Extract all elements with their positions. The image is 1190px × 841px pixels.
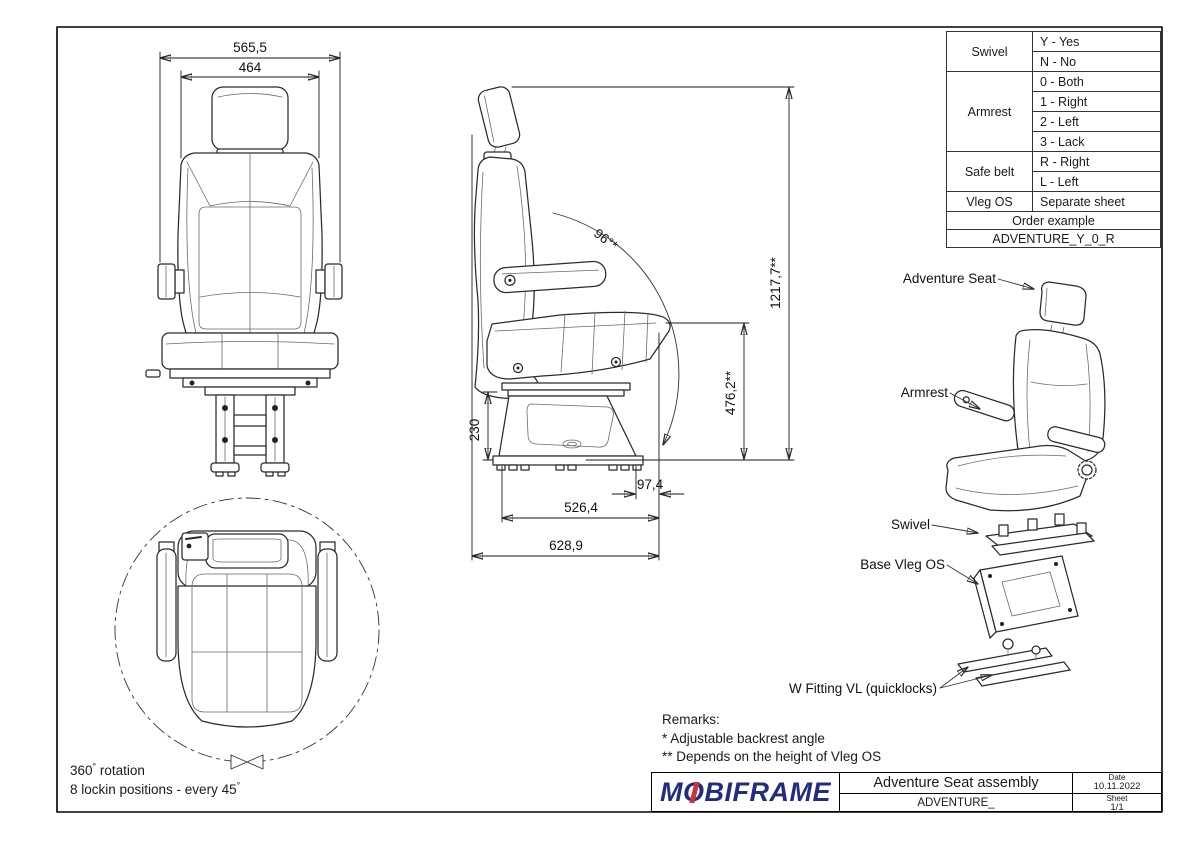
label-w-fitting: W Fitting VL (quicklocks) — [789, 681, 937, 696]
option-value: 1 - Right — [1032, 91, 1161, 112]
table-row: Armrest 0 - Both — [946, 71, 1161, 152]
title-cell: Adventure Seat assembly ADVENTURE_ — [840, 773, 1073, 811]
option-value: 2 - Left — [1032, 111, 1161, 132]
option-value: 0 - Both — [1032, 71, 1161, 92]
exploded-recline-knob — [1077, 460, 1097, 480]
option-group-vleg-os: Vleg OS — [946, 191, 1033, 212]
date-value: 10.11.2022 — [1093, 781, 1141, 793]
sheet-cell: Sheet 1/1 — [1073, 794, 1161, 814]
top-view-drawing — [114, 497, 380, 770]
exploded-armrest-right — [1047, 426, 1106, 453]
front-view-drawing: 565,5 464 — [145, 40, 343, 477]
top-cushion — [177, 585, 317, 728]
degree-symbol: ° — [92, 761, 97, 772]
dim-seat-height: 476,2** — [723, 370, 738, 415]
label-swivel: Swivel — [891, 517, 930, 532]
table-row: Vleg OS Separate sheet — [946, 191, 1161, 212]
remarks-line-2: ** Depends on the height of Vleg OS — [662, 749, 882, 764]
dim-total-depth: 628,9 — [549, 538, 583, 553]
table-row: ADVENTURE_Y_0_R — [946, 229, 1161, 248]
exploded-cushion — [945, 444, 1090, 512]
option-value: R - Right — [1032, 151, 1161, 172]
dim-rail-offset: 97,4 — [637, 477, 664, 492]
top-latch-detail — [181, 532, 209, 561]
dim-front-width-inner: 464 — [239, 60, 262, 75]
table-row: N - No — [947, 51, 1161, 72]
order-example-value: ADVENTURE_Y_0_R — [946, 229, 1161, 248]
side-base — [498, 395, 637, 457]
logo-cell: MOBIFRAME — [652, 773, 840, 811]
table-row: Safe belt R - Right — [946, 151, 1161, 192]
rotation-circle — [114, 497, 380, 763]
remarks-line-1: * Adjustable backrest angle — [662, 730, 825, 746]
side-headrest — [477, 86, 521, 148]
side-view-drawing: 96°* 1217,7** 476,2** 230 97,4 526,4 628… — [467, 86, 795, 561]
front-armrest-left — [157, 263, 176, 300]
mobiframe-logo: MOBIFRAME — [659, 776, 831, 807]
rotation-line-2: 8 lockin positions - every 45° — [70, 780, 241, 797]
table-row: 2 - Left — [947, 111, 1161, 132]
drawing-code: ADVENTURE_ — [917, 796, 995, 809]
table-row: Swivel Y - Yes — [946, 31, 1161, 72]
exploded-base — [979, 555, 1079, 633]
title-block: MOBIFRAME Adventure Seat assembly ADVENT… — [651, 772, 1162, 814]
option-group-swivel: Swivel — [946, 31, 1033, 72]
option-value: 3 - Lack — [1032, 131, 1161, 152]
option-value: N - No — [1032, 51, 1161, 72]
front-cushion — [161, 332, 339, 370]
label-base-vleg-os: Base Vleg OS — [860, 557, 945, 572]
front-swivel-ring — [204, 386, 296, 396]
dim-base-depth: 526,4 — [564, 500, 598, 515]
top-armrest-left — [156, 548, 177, 662]
sheet-border — [56, 26, 1163, 813]
side-armrest — [493, 260, 607, 294]
exploded-headrest — [1039, 281, 1087, 326]
sheet-label: Sheet — [1106, 794, 1128, 804]
front-armrest-right-bracket — [315, 269, 326, 294]
dim-front-width-outer: 565,5 — [233, 40, 267, 55]
option-value: Y - Yes — [1032, 31, 1161, 52]
rotation-line-1: 360° rotation — [70, 761, 145, 778]
remarks-note: Remarks: * Adjustable backrest angle ** … — [662, 711, 881, 767]
option-group-safe-belt: Safe belt — [946, 151, 1033, 192]
exploded-rail-2 — [975, 661, 1071, 687]
dim-base-height: 230 — [467, 419, 482, 442]
backrest-angle-arc — [552, 212, 680, 445]
side-base-plate — [492, 455, 644, 466]
table-row: Order example — [946, 211, 1161, 230]
order-options-table: Swivel Y - Yes N - No Armrest 0 - Both 1… — [946, 31, 1161, 248]
label-adventure-seat: Adventure Seat — [903, 271, 996, 286]
dim-total-height: 1217,7** — [768, 256, 783, 309]
table-row: 3 - Lack — [947, 131, 1161, 152]
rotation-note: 360° rotation 8 lockin positions - every… — [70, 761, 240, 799]
rotation-axis-symbol — [230, 754, 264, 770]
table-row: 1 - Right — [947, 91, 1161, 112]
front-armrest-left-bracket — [174, 269, 185, 294]
date-cell: Date 10.11.2022 — [1073, 773, 1161, 795]
exploded-view-drawing: Adventure Seat Armrest Swivel Base Vleg … — [789, 271, 1106, 696]
front-armrest-right — [324, 263, 343, 300]
date-label: Date — [1108, 773, 1126, 782]
option-group-armrest: Armrest — [946, 71, 1033, 152]
drawing-title: Adventure Seat assembly — [840, 773, 1072, 795]
top-armrest-right — [317, 548, 338, 662]
front-headrest — [211, 86, 289, 151]
option-value: Separate sheet — [1032, 191, 1161, 212]
side-cushion — [486, 311, 671, 380]
front-mount-plate — [169, 368, 331, 379]
sheet-value: 1/1 — [1110, 802, 1124, 814]
order-example-label: Order example — [946, 211, 1161, 230]
label-armrest: Armrest — [901, 385, 948, 400]
logo-o-mark: O — [682, 776, 705, 807]
side-swivel-plate — [501, 382, 631, 391]
option-value: L - Left — [1032, 171, 1161, 192]
degree-symbol: ° — [236, 780, 241, 791]
remarks-title: Remarks: — [662, 712, 720, 727]
date-sheet-cell: Date 10.11.2022 Sheet 1/1 — [1073, 773, 1161, 814]
exploded-armrest-left — [953, 389, 1015, 422]
